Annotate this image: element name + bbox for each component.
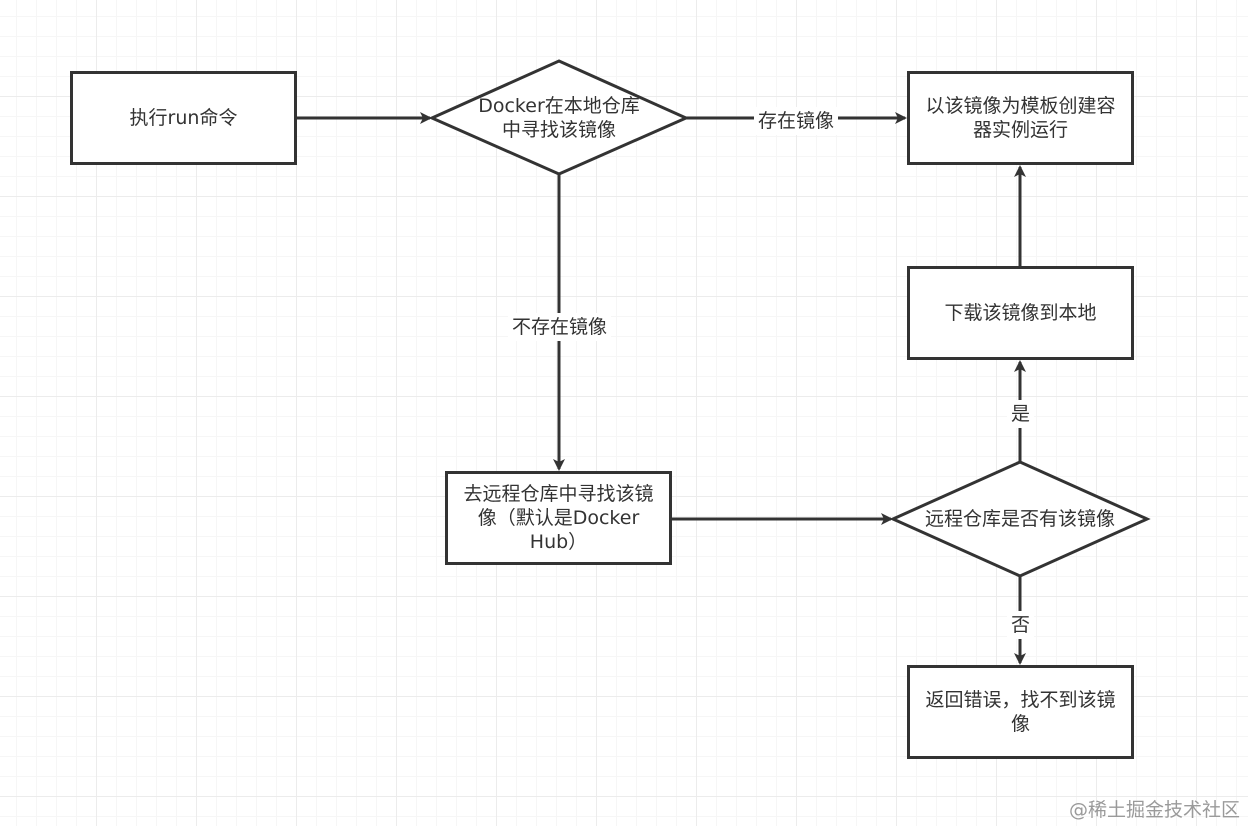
node-search-remote-label: 去远程仓库中寻找该镜像（默认是Docker Hub） bbox=[463, 483, 654, 553]
watermark-text: @稀土掘金技术社区 bbox=[1068, 799, 1240, 821]
node-download-label: 下载该镜像到本地 bbox=[944, 302, 1097, 324]
node-create-container-label: 以该镜像为模板创建容器实例运行 bbox=[925, 95, 1116, 141]
node-create-container: 以该镜像为模板创建容器实例运行 bbox=[907, 71, 1134, 165]
node-error-label: 返回错误，找不到该镜像 bbox=[925, 689, 1116, 735]
edge-label-no: 否 bbox=[1007, 611, 1035, 639]
edge-label-yes: 是 bbox=[1007, 400, 1035, 428]
edge-label-not-exists: 不存在镜像 bbox=[508, 313, 612, 341]
node-search-remote: 去远程仓库中寻找该镜像（默认是Docker Hub） bbox=[445, 471, 672, 565]
node-check-local-label: Docker在本地仓库中寻找该镜像 bbox=[478, 95, 640, 141]
node-start-label: 执行run命令 bbox=[129, 107, 238, 129]
node-error: 返回错误，找不到该镜像 bbox=[907, 665, 1134, 759]
node-download: 下载该镜像到本地 bbox=[907, 266, 1134, 360]
edge-label-exists: 存在镜像 bbox=[754, 107, 839, 135]
node-check-remote-label: 远程仓库是否有该镜像 bbox=[924, 508, 1115, 530]
node-start: 执行run命令 bbox=[70, 71, 297, 165]
